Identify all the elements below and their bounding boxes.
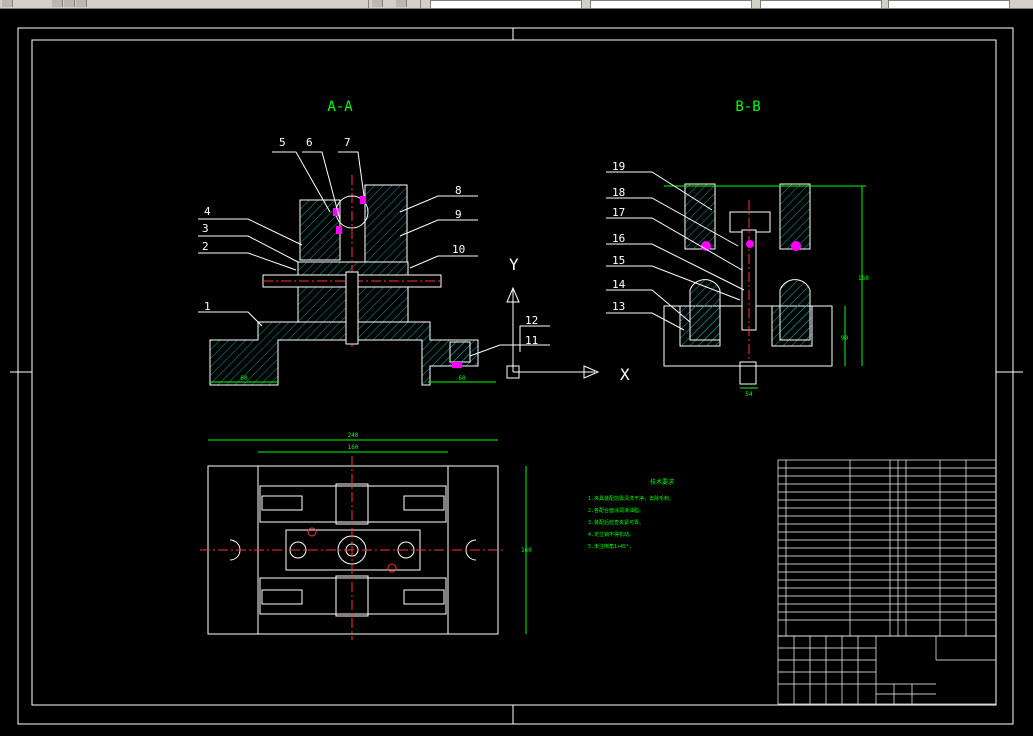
plan-view: 240 160 160	[200, 432, 532, 640]
leaders-a	[198, 151, 550, 357]
title-block	[777, 635, 997, 705]
section-a-view: 60 60	[209, 175, 496, 386]
drawing-frame	[10, 27, 1023, 725]
svg-text:技术要求: 技术要求	[650, 478, 674, 486]
section-b-title: B-B	[735, 99, 760, 115]
svg-text:13: 13	[612, 300, 625, 313]
leaders-b	[606, 171, 745, 331]
dim-a1: 60	[240, 375, 248, 382]
svg-text:15: 15	[612, 254, 625, 267]
ucs-icon	[506, 286, 600, 379]
linetype-dropdown[interactable]	[760, 0, 882, 9]
svg-text:4: 4	[204, 205, 211, 218]
dim-plan-width: 240	[348, 432, 359, 439]
svg-text:19: 19	[612, 160, 625, 173]
svg-text:5.未注倒角1×45°。: 5.未注倒角1×45°。	[588, 543, 634, 550]
svg-text:1.夹具装配前需清洗干净，去除毛刺。: 1.夹具装配前需清洗干净，去除毛刺。	[588, 495, 674, 502]
layer-dropdown[interactable]	[430, 0, 582, 9]
cad-toolbar	[0, 0, 1033, 9]
dim-b-width: 54	[745, 391, 753, 398]
dim-a2: 60	[458, 375, 466, 382]
drawing-canvas[interactable]: A-A B-B 60 60	[0, 8, 1033, 736]
svg-text:2.各配合面涂润滑油脂。: 2.各配合面涂润滑油脂。	[588, 507, 644, 514]
parts-list	[777, 459, 997, 637]
axis-y-label: Y	[509, 255, 519, 274]
svg-text:11: 11	[525, 334, 538, 347]
color-dropdown[interactable]	[590, 0, 752, 9]
svg-text:18: 18	[612, 186, 625, 199]
svg-text:1: 1	[204, 300, 211, 313]
svg-text:9: 9	[455, 208, 462, 221]
technical-requirements: 技术要求 1.夹具装配前需清洗干净，去除毛刺。 2.各配合面涂润滑油脂。 3.装…	[588, 478, 674, 550]
svg-text:4.定位销不得松动。: 4.定位销不得松动。	[588, 531, 634, 538]
layer-icon[interactable]	[52, 0, 63, 7]
axis-x-label: X	[620, 365, 630, 384]
svg-text:17: 17	[612, 206, 625, 219]
dim-b-height: 150	[858, 275, 869, 282]
svg-text:2: 2	[202, 240, 209, 253]
dim-plan-inner: 160	[348, 444, 359, 451]
section-a-title: A-A	[327, 99, 353, 115]
properties-icon[interactable]	[64, 0, 75, 7]
svg-text:12: 12	[525, 314, 538, 327]
svg-text:8: 8	[455, 184, 462, 197]
svg-text:10: 10	[452, 243, 465, 256]
layer-manager-icon[interactable]	[372, 0, 383, 7]
callouts-b: 13 14 15 16 17 18 19	[612, 160, 626, 313]
svg-text:6: 6	[306, 136, 313, 149]
layer-state-icon[interactable]	[396, 0, 407, 7]
svg-text:3.装配后检查夹紧可靠。: 3.装配后检查夹紧可靠。	[588, 519, 644, 526]
section-b-view: 150 90 54	[663, 183, 869, 398]
svg-text:3: 3	[202, 222, 209, 235]
svg-text:14: 14	[612, 278, 626, 291]
lineweight-dropdown[interactable]	[888, 0, 1010, 9]
dim-b-mid: 90	[841, 335, 849, 342]
callouts-a: 1 2 3 4 5 6 7 8 9 10 11 12	[202, 136, 538, 347]
dim-plan-height: 160	[521, 547, 532, 554]
match-icon[interactable]	[76, 0, 87, 7]
svg-text:5: 5	[279, 136, 286, 149]
svg-text:7: 7	[344, 136, 351, 149]
svg-text:16: 16	[612, 232, 625, 245]
save-icon[interactable]	[2, 0, 13, 7]
